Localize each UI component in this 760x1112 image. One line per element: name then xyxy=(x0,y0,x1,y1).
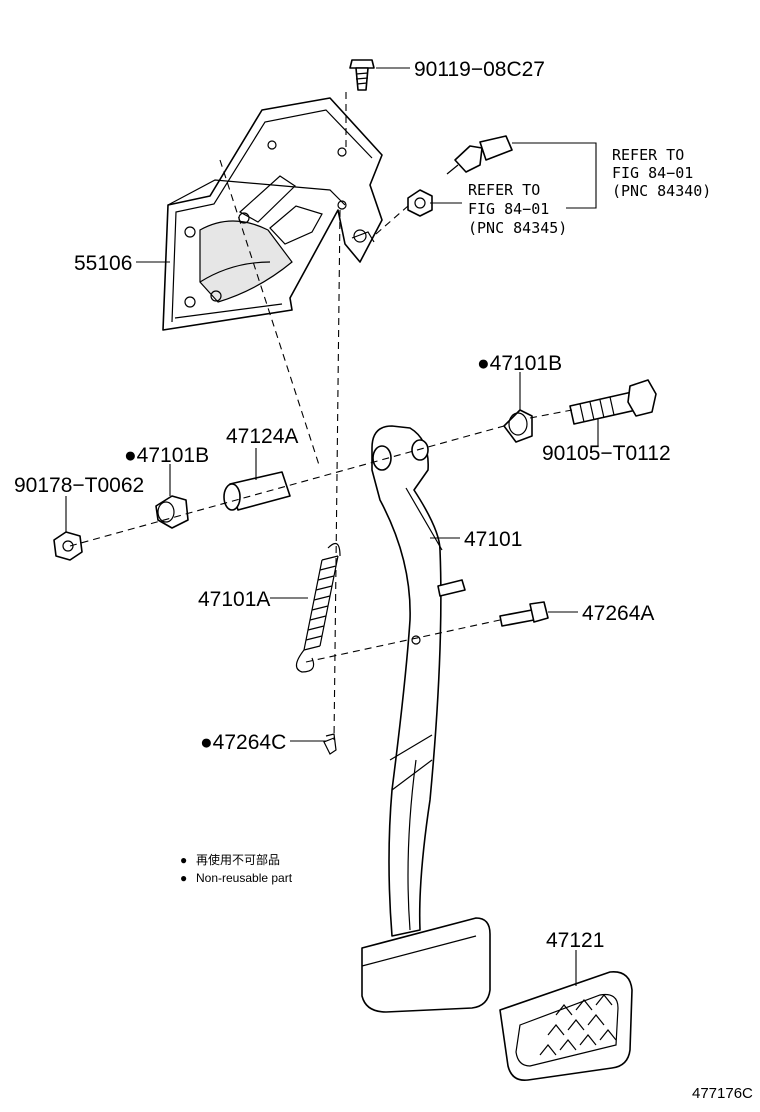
collar-part xyxy=(223,471,291,511)
leader-lines xyxy=(65,67,599,986)
switch-nut-part xyxy=(407,189,433,217)
legend-bullet-en: ● xyxy=(180,871,187,885)
assembly-lines xyxy=(69,92,573,741)
callout-clip: ●47264C xyxy=(200,731,286,754)
callout-switch-ref-upper-line2: FIG 84−01 xyxy=(612,164,693,182)
callout-pivot-bolt: 90105−T0112 xyxy=(542,442,671,465)
pivot-bolt-part xyxy=(569,379,657,425)
pedal-arm-part xyxy=(371,425,466,937)
callout-pin: 47264A xyxy=(582,602,654,625)
callout-nut: 90178−T0062 xyxy=(14,474,144,497)
pedal-bracket-part xyxy=(162,97,383,331)
callout-bushing-left: ●47101B xyxy=(124,444,209,467)
callout-pad: 47121 xyxy=(546,929,604,952)
legend-bullet-jp: ● xyxy=(180,853,187,867)
bushing-right-part xyxy=(503,409,533,443)
top-bolt-part xyxy=(349,59,375,91)
callout-switch-ref-upper-line3: (PNC 84340) xyxy=(612,182,711,200)
pin-part xyxy=(499,601,549,627)
legend-text-jp: 再使用不可部品 xyxy=(196,852,280,867)
return-spring-part xyxy=(295,542,341,673)
bushing-left-part xyxy=(155,495,189,529)
callout-switch-ref-lower-line1: REFER TO xyxy=(468,181,540,199)
callout-switch-ref-upper-line1: REFER TO xyxy=(612,146,684,164)
callout-collar: 47124A xyxy=(226,425,298,448)
callout-bushing-right: ●47101B xyxy=(477,352,562,375)
callout-bracket: 55106 xyxy=(74,252,132,275)
callout-pedal-arm: 47101 xyxy=(464,528,522,551)
callout-bolt-top: 90119−08C27 xyxy=(414,58,545,81)
callout-spring: 47101A xyxy=(198,588,270,611)
callout-switch-ref-lower-line2: FIG 84−01 xyxy=(468,200,549,218)
legend: ● 再使用不可部品 ● Non-reusable part xyxy=(180,852,293,885)
nut-part xyxy=(53,531,83,561)
pedal-foot-part xyxy=(361,917,491,1013)
callout-switch-ref-lower-line3: (PNC 84345) xyxy=(468,219,567,237)
legend-text-en: Non-reusable part xyxy=(196,871,293,885)
stop-lamp-switch-part xyxy=(446,135,513,175)
clip-part xyxy=(323,733,337,755)
figure-code: 477176C xyxy=(692,1085,753,1102)
pedal-pad-part xyxy=(499,971,633,1082)
